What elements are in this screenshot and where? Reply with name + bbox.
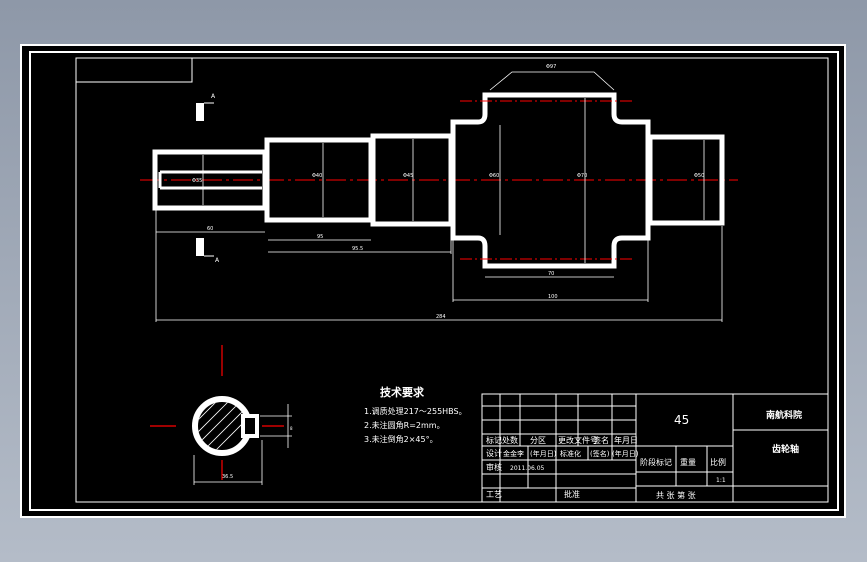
tb-row2-c2: 金金李 [503,449,524,458]
tb-scale-label: 比例 [710,457,726,467]
tb-row2-c1: 设计 [486,448,502,458]
tb-sheets: 共 张 第 张 [656,490,696,500]
dim-mid-len2: 95.5 [352,246,363,252]
outer-border [29,51,839,511]
dim-dia-6: Φ50 [694,173,704,179]
tb-row2-c6: (年月日) [612,449,639,458]
tb-row2-c4: 标准化 [560,449,581,458]
tech-item-3: 3.未注倒角2×45°。 [364,434,438,444]
dim-total-len: 284 [436,314,446,320]
dim-key-small: 8 [290,426,293,431]
tb-company: 南航科院 [766,409,802,421]
tb-row2-c3: (年月日) [530,449,557,458]
section-view [192,396,259,456]
tb-date: 2011.06.05 [510,465,545,472]
gear-dia-leader [489,71,615,91]
section-marker-bottom [196,238,204,256]
drawing-canvas [20,44,846,518]
tech-item-2: 2.未注圆角R=2mm。 [364,420,445,430]
tb-row2-c5: (签名) [590,449,610,458]
inner-border [75,57,829,503]
tech-title: 技术要求 [380,385,425,399]
tb-row1-c1: 标记 [486,435,502,445]
tb-row1-c5: 签名 [593,435,609,445]
dim-left-len: 60 [207,226,213,232]
diameter-dims [202,98,705,263]
section-label-bottom: A [215,257,220,264]
tb-row1-c3: 分区 [530,436,546,445]
tb-row1-c2: 处数 [502,435,518,445]
dim-gear-width: 70 [548,271,554,277]
tb-label-audit: 审核 [486,462,502,472]
dim-dia-3: Φ45 [403,173,413,179]
tb-scale: 1:1 [716,477,726,484]
title-block [481,393,829,503]
section-label-top: A [211,93,216,100]
tb-row1-c4: 更改文件号 [558,435,598,445]
tb-weight: 重量 [680,457,696,467]
dim-dia-1: Φ35 [192,178,202,184]
shaft-segment-right [647,134,725,226]
tb-stage: 阶段标记 [640,457,672,467]
tb-label-process: 工艺 [486,490,502,499]
length-dims [155,210,723,322]
dim-dia-4: Φ60 [489,173,499,179]
tb-label-approve: 批准 [564,489,580,499]
dim-key-width: 36.5 [222,474,233,480]
corner-label-box [75,57,193,83]
dim-dia-5: Φ70 [577,173,587,179]
tb-material: 45 [674,413,689,427]
gear-body [450,92,651,269]
shaft-outline [152,92,725,269]
dim-mid-len: 95 [317,234,323,240]
tb-row1-c6: 年月日 [614,435,638,445]
tech-item-1: 1.调质处理217～255HBS。 [364,406,467,416]
dim-gear-span: 100 [548,294,558,300]
dim-dia-2: Φ40 [312,173,322,179]
section-marker-top [196,103,204,121]
dim-gear-top: Φ97 [546,64,556,70]
tb-part-name: 齿轮轴 [772,443,799,455]
